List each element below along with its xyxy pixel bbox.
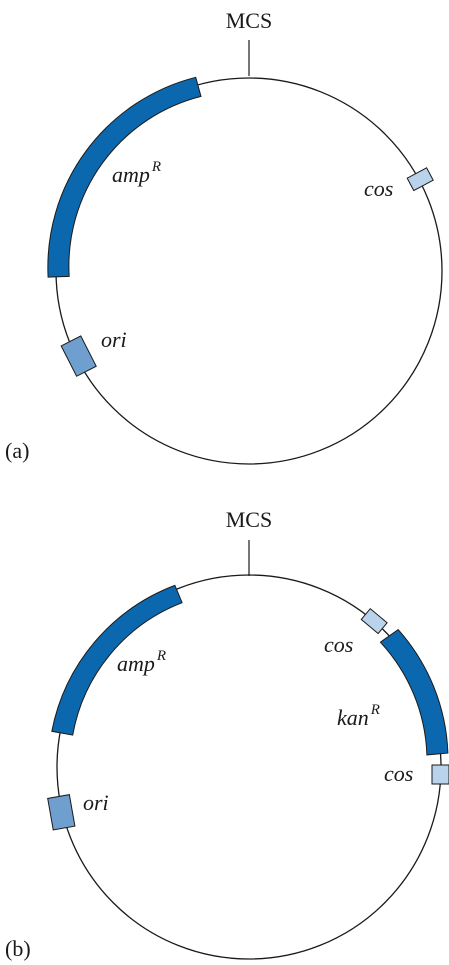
ori-site-b <box>47 794 76 831</box>
amp-label-a: amp <box>112 162 150 187</box>
amp-superscript-a: R <box>151 159 161 175</box>
cos-site-b-upper <box>360 607 388 635</box>
cos-label-b-upper: cos <box>324 632 353 657</box>
mcs-label-a: MCS <box>226 8 272 33</box>
ori-site-a <box>60 335 97 377</box>
ori-label-b: ori <box>83 790 109 815</box>
panel-label-a: (a) <box>5 438 29 463</box>
cos-site-a <box>406 167 434 192</box>
amp-label-b: amp <box>117 651 155 676</box>
panel-label-b: (b) <box>5 936 31 961</box>
ori-label-a: ori <box>101 327 127 352</box>
cos-label-b-right: cos <box>384 761 413 786</box>
amp-resistance-gene-b <box>51 584 183 736</box>
amp-resistance-gene-a <box>47 76 202 278</box>
mcs-label-b: MCS <box>226 507 272 532</box>
cos-site-b-right <box>431 764 449 785</box>
kan-superscript-b: R <box>370 702 380 718</box>
kan-resistance-gene-b <box>379 628 449 756</box>
kan-label-b: kan <box>337 705 369 730</box>
amp-superscript-b: R <box>156 648 166 664</box>
cos-label-a: cos <box>364 176 393 201</box>
